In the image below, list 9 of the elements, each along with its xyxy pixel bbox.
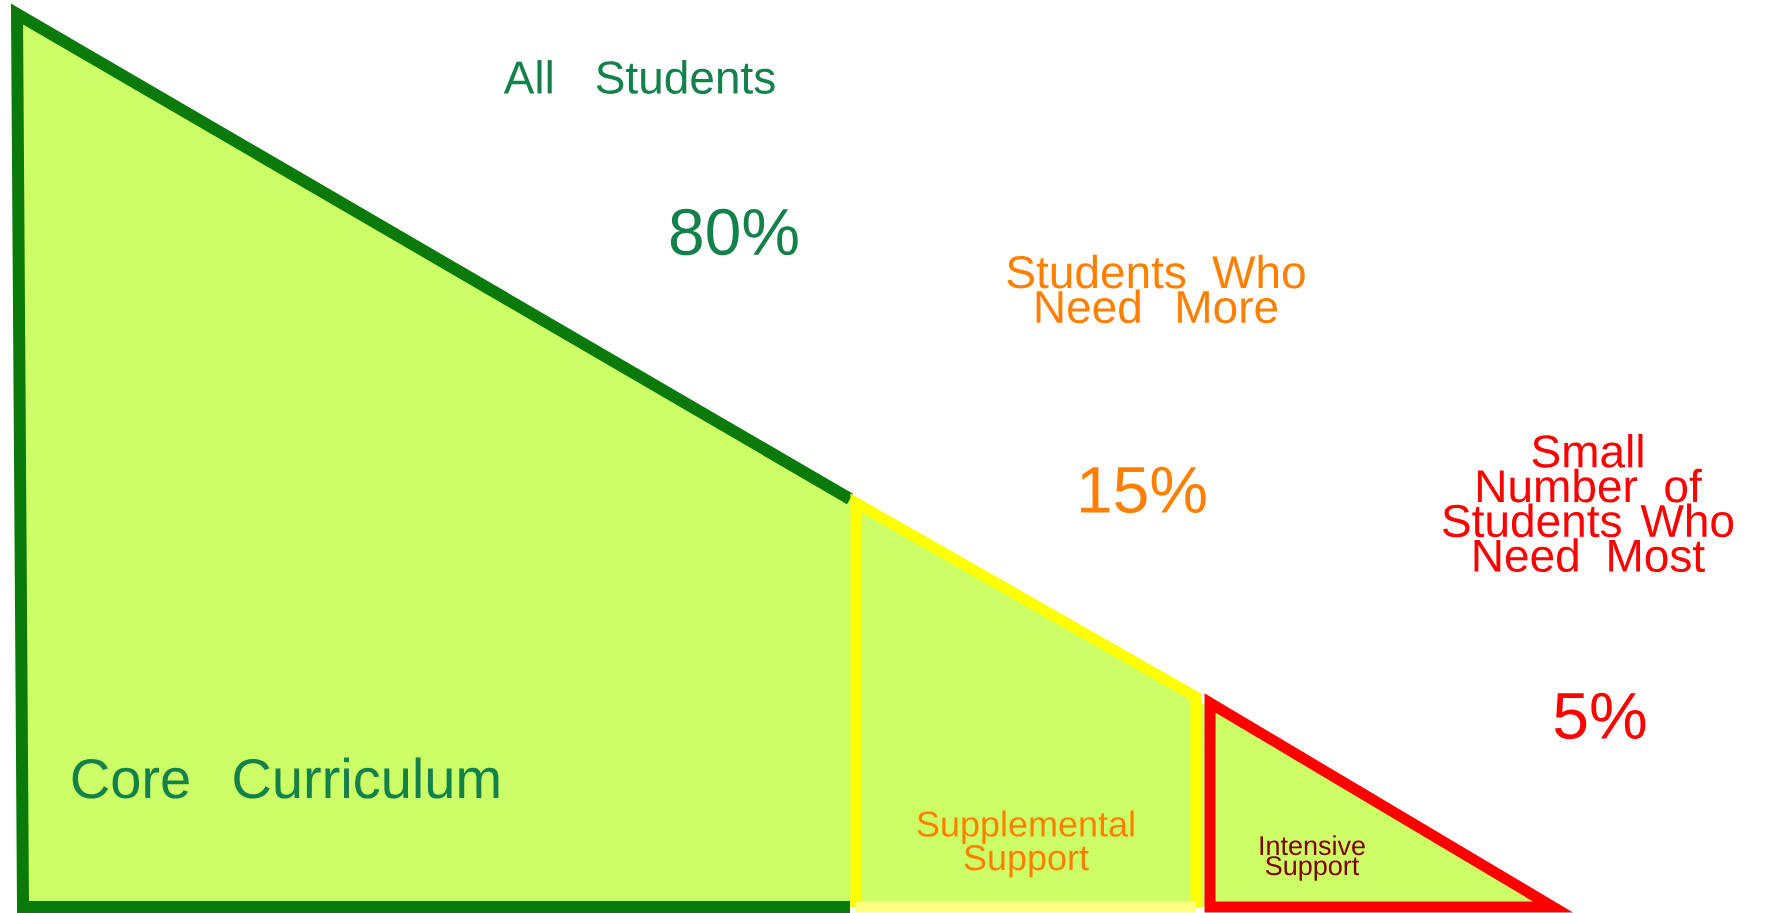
percentage-label: 80%	[670, 208, 798, 256]
group-label: Small Number of Students Who Need Most	[1443, 433, 1734, 573]
region-label: Supplemental Support	[917, 810, 1134, 878]
region-label: Core Curriculum	[72, 757, 499, 799]
region-label: Intensive Support	[1260, 835, 1365, 881]
group-label: Students Who Need More	[1007, 254, 1305, 324]
percentage-label: 5%	[1554, 692, 1646, 740]
group-label: All Students	[503, 60, 775, 94]
percentage-label: 15%	[1081, 466, 1206, 514]
